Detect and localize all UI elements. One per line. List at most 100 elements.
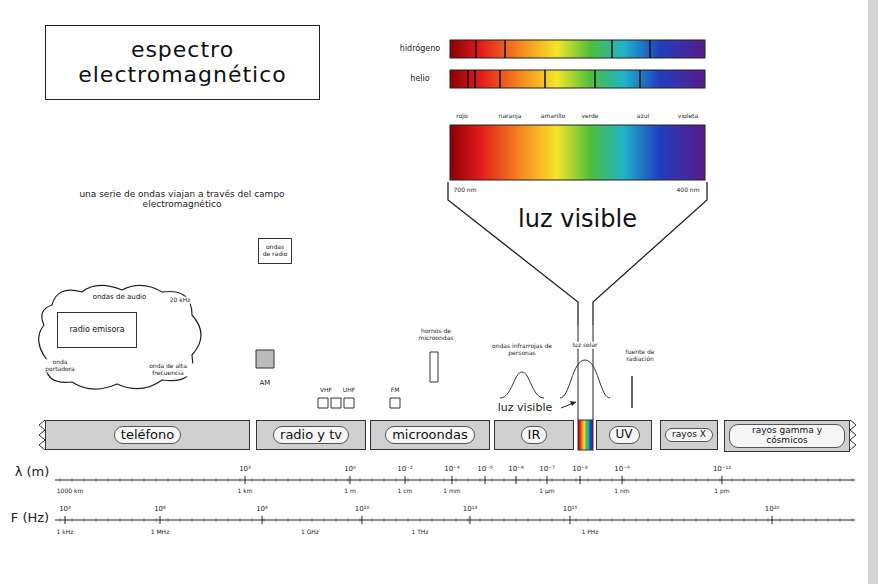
hydrogen-bar: [450, 40, 705, 58]
axes: [55, 476, 855, 524]
axis-tick: [622, 476, 623, 484]
annotation: luz visible: [497, 402, 553, 414]
axis-tick: [350, 476, 351, 484]
axis-tick: [262, 516, 263, 524]
axis-label: 1000 km: [56, 488, 85, 495]
annotation: hidrógeno: [399, 45, 441, 54]
axis-label: 1 GHz: [300, 529, 320, 536]
axis-label: 10¹⁵: [562, 506, 579, 514]
band-label: IR: [521, 426, 548, 444]
axis-label: 10⁰: [343, 466, 357, 474]
axis-tick: [722, 476, 723, 484]
axis-label: 10¹³: [462, 506, 479, 514]
band-label: microondas: [385, 426, 475, 444]
axis-tick: [547, 476, 548, 484]
spectrum-band: rayos gamma y cósmicos: [724, 420, 850, 452]
axis-label: 1 pm: [713, 488, 730, 495]
band-label: UV: [609, 426, 640, 443]
minor-ticks: [60, 478, 852, 522]
annotation: AM: [259, 380, 272, 388]
axis-label: 10¹⁰: [354, 506, 371, 514]
axis-label: 10⁻²: [396, 466, 413, 474]
spectrum-band: IR: [494, 420, 574, 450]
spectral-lines: [476, 40, 650, 58]
axis-label: 1 m: [343, 488, 357, 495]
visible-stem: [578, 325, 593, 420]
node-text: luz visible: [518, 206, 637, 232]
funnel-outline: [448, 182, 707, 325]
frequency-axis: [55, 520, 855, 521]
am-antenna-icon: [256, 350, 274, 368]
spectrum-band: UV: [596, 420, 652, 450]
annotation: amarillo: [540, 113, 566, 120]
band-label: radio y tv: [273, 426, 349, 444]
axis-tick: [772, 516, 773, 524]
node-text: radio emisora: [69, 326, 124, 335]
title-text: espectro electromagnético: [46, 38, 319, 86]
annotation: naranja: [498, 113, 523, 120]
annotation: fuente de radiación: [618, 349, 662, 362]
sunlight-curve: [560, 360, 610, 398]
title-box: espectro electromagnético: [45, 25, 320, 100]
visible-arrow: [561, 402, 576, 408]
tv-radio-icons: [318, 398, 400, 408]
annotation: azul: [636, 113, 650, 120]
annotation: 20 kHz: [169, 297, 192, 304]
axis-label: 10³: [58, 506, 72, 514]
node-text: ondas de audio: [93, 294, 147, 302]
axis-label: 1 nm: [613, 488, 630, 495]
spectral-lines: [468, 70, 640, 88]
wavelength-axis: [55, 480, 855, 481]
annotation: onda portadora: [38, 359, 82, 372]
spectrum-band: teléfono: [45, 420, 250, 450]
annotation: hornos de microondas: [410, 328, 462, 341]
radiation-source-line: [631, 376, 633, 408]
band-label: rayos gamma y cósmicos: [729, 424, 845, 448]
inner-box: radio emisora: [57, 312, 137, 348]
annotation: una serie de ondas viajan a través del c…: [56, 190, 308, 210]
annotation: violeta: [677, 113, 699, 120]
helium-spectrum: [450, 70, 705, 88]
funnel-shape: luz visible: [448, 182, 707, 325]
annotation: 400 nm: [675, 187, 700, 194]
annotation: 700 nm: [452, 187, 477, 194]
axis-label: 10²⁰: [764, 506, 781, 514]
spectrum-band: rayos X: [660, 420, 718, 450]
axis-tick: [160, 516, 161, 524]
annotation: UHF: [342, 387, 356, 394]
axis-tick: [485, 476, 486, 484]
band-label: teléfono: [114, 426, 181, 444]
axis-label: 10⁻⁷: [538, 466, 555, 474]
visible-gradient-bar: [450, 125, 705, 180]
axis-label: 1 mm: [442, 488, 461, 495]
annotation: VHF: [319, 387, 333, 394]
axis-label: 10⁻⁹: [613, 466, 630, 474]
axis-label: 1 kHz: [56, 529, 75, 536]
page-edge: [868, 0, 878, 584]
axis-label: 10³: [238, 466, 252, 474]
axis-tick: [470, 516, 471, 524]
funnel-path: [448, 182, 707, 325]
axis-tick: [452, 476, 453, 484]
visible-strip: [578, 420, 593, 450]
band-label: rayos X: [665, 428, 713, 442]
axis-label: 1 THz: [410, 529, 429, 536]
spectrum-band: radio y tv: [256, 420, 366, 450]
small-box: ondas de radio: [258, 238, 292, 264]
axis-label: 10⁶: [153, 506, 167, 514]
axis-tick: [570, 516, 571, 524]
hydrogen-spectrum: [450, 40, 705, 58]
axis-label: 1 km: [236, 488, 253, 495]
axis-tick: [65, 516, 66, 524]
annotation: verde: [580, 113, 599, 120]
axis-title: λ (m): [14, 465, 51, 479]
zigzag-end: [850, 420, 856, 450]
axis-tick: [362, 516, 363, 524]
axis-label: 1 MHz: [150, 529, 171, 536]
axis-label: 10⁻⁵: [476, 466, 493, 474]
cloud-path: [39, 285, 201, 389]
axis-tick: [405, 476, 406, 484]
